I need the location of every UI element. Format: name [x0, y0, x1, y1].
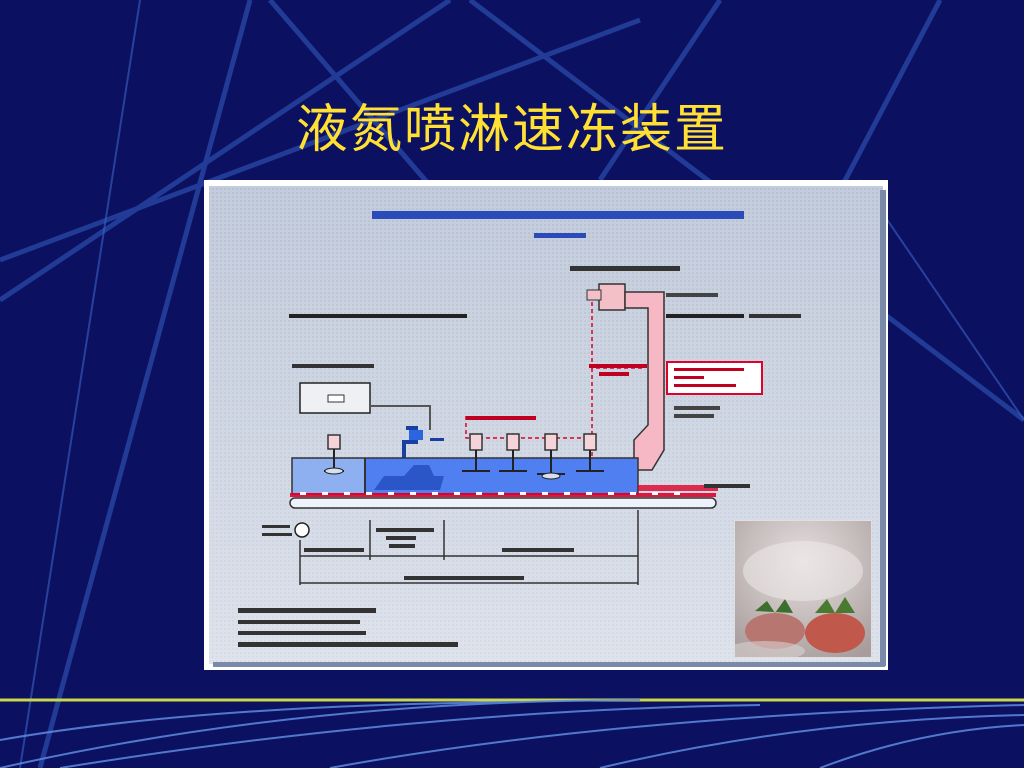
- frozen-strawberries-photo: [734, 520, 872, 658]
- photo-graphic: [735, 521, 871, 657]
- slide-title: 液氮喷淋速冻装置: [295, 100, 728, 160]
